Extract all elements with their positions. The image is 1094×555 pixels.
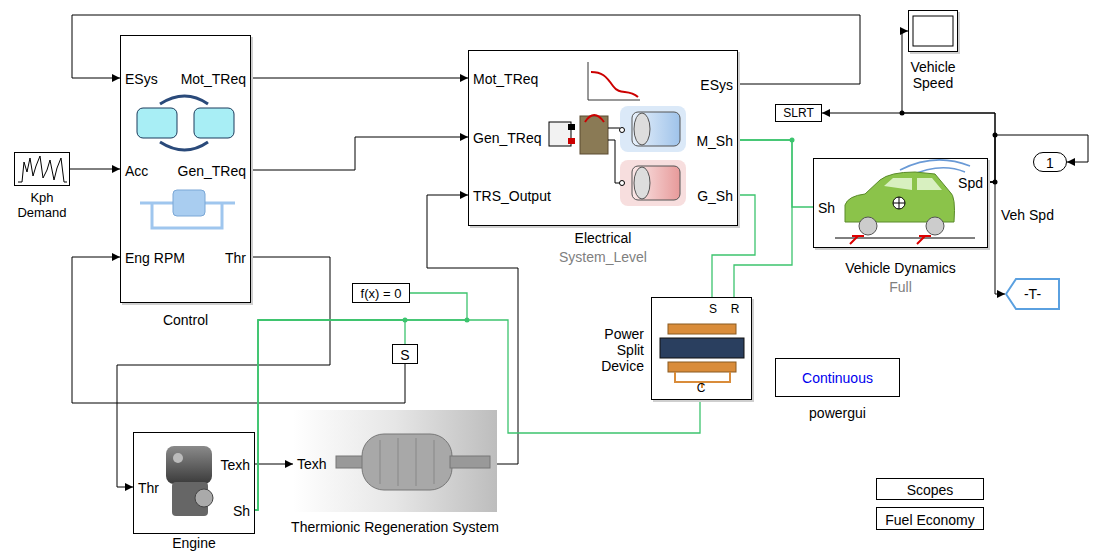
port-label: Sh (818, 200, 835, 216)
regeneration-block: TexhThermionic Regeneration System (293, 410, 497, 512)
solver-config-block: f(x) = 0 (352, 283, 410, 303)
port-label: Spd (958, 175, 983, 191)
fuel-economy-block: Fuel Economy (876, 507, 984, 530)
signal-line (822, 113, 995, 182)
powergui-block: Continuouspowergui (775, 358, 900, 397)
signal-line (255, 464, 293, 465)
block-name: Control (163, 312, 208, 328)
port-label: Sh (233, 503, 250, 519)
scope-block: Vehicle Speed (908, 10, 958, 52)
physical-connection (712, 195, 755, 297)
subsystem-block: ShSpdVehicle DynamicsFull (813, 158, 988, 248)
port-label: M_Sh (696, 133, 733, 149)
block-name: Electrical (575, 230, 632, 246)
gear-illustration (660, 324, 744, 388)
port-label: f(x) = 0 (361, 287, 402, 302)
physical-connection (255, 320, 405, 510)
port-label: ESys (125, 71, 158, 87)
block-name: Vehicle Dynamics (845, 260, 956, 276)
physical-connection (255, 293, 467, 510)
block-name: Full (889, 279, 912, 295)
subsystem-block: ESysMot_TReqAccGen_TReqEng RPMThrControl (120, 35, 251, 303)
port-label: -T- (1024, 286, 1041, 302)
port-label: ESys (700, 77, 733, 93)
signal-name: Veh Spd (1000, 207, 1055, 223)
car-illustration (835, 160, 975, 244)
junction-dots (403, 111, 998, 323)
port-label: S (709, 303, 717, 317)
port-label: Thr (138, 480, 159, 496)
electrical-icon (549, 62, 686, 206)
port-label: SLRT (783, 107, 813, 121)
signal-line (902, 31, 995, 182)
signal-line (988, 182, 1005, 294)
port-label: TRS_Output (473, 188, 551, 204)
converter-illustration (293, 410, 497, 512)
power-split-block: SRCPower Split Device (651, 297, 752, 400)
port-label: Thr (225, 250, 246, 266)
signal-line (988, 135, 1088, 182)
block-name: powergui (809, 405, 866, 421)
physical-connection (255, 320, 700, 510)
signal-line (251, 137, 468, 170)
port-label: Texh (297, 456, 327, 472)
physical-connection (738, 140, 813, 207)
port-label: Gen_TReq (473, 130, 541, 146)
port-label: Texh (220, 457, 250, 473)
port-label: S (400, 347, 409, 363)
scopes-block: Scopes (876, 478, 984, 500)
control-icon (137, 96, 235, 228)
signal-line (72, 257, 405, 403)
port-label: G_Sh (697, 188, 733, 204)
block-name: Engine (172, 535, 216, 551)
block-name: Thermionic Regeneration System (291, 519, 499, 535)
port-label: Fuel Economy (885, 511, 974, 527)
port-label: Mot_TReq (473, 71, 538, 87)
port-label: Mot_TReq (181, 71, 246, 87)
signal-line (70, 169, 120, 170)
block-name: Vehicle Speed (898, 59, 968, 91)
block-name: Power Split Device (586, 326, 644, 374)
port-label: R (731, 303, 740, 317)
port-label: 1 (1046, 155, 1054, 171)
engine-illustration (166, 446, 213, 516)
engine-block: ThrTexhShEngine (133, 432, 255, 534)
outport-block: 1 (1033, 152, 1067, 172)
port-label: Continuous (802, 370, 873, 386)
subsystem-block: Mot_TReqGen_TReqTRS_OutputESysM_ShG_ShEl… (468, 50, 738, 226)
scope-screen (913, 16, 953, 46)
physical-connection (734, 140, 792, 297)
port-label: C (697, 382, 706, 396)
goto-tag: SLRT (775, 104, 822, 122)
goto-block: -T- (1005, 278, 1060, 310)
port-label: Eng RPM (125, 250, 185, 266)
port-label: Acc (125, 163, 148, 179)
sensor-block: S (392, 344, 418, 364)
signal-line (427, 195, 518, 464)
block-name: System_Level (559, 249, 647, 265)
goto-shape (1006, 279, 1059, 309)
block-name: Kph Demand (7, 191, 77, 221)
signal-line (251, 78, 468, 79)
port-label: Scopes (907, 482, 954, 498)
signal-builder-block: Kph Demand (14, 152, 70, 186)
signal-line (117, 257, 330, 487)
signal-icon (18, 156, 67, 182)
port-label: Gen_TReq (178, 163, 246, 179)
